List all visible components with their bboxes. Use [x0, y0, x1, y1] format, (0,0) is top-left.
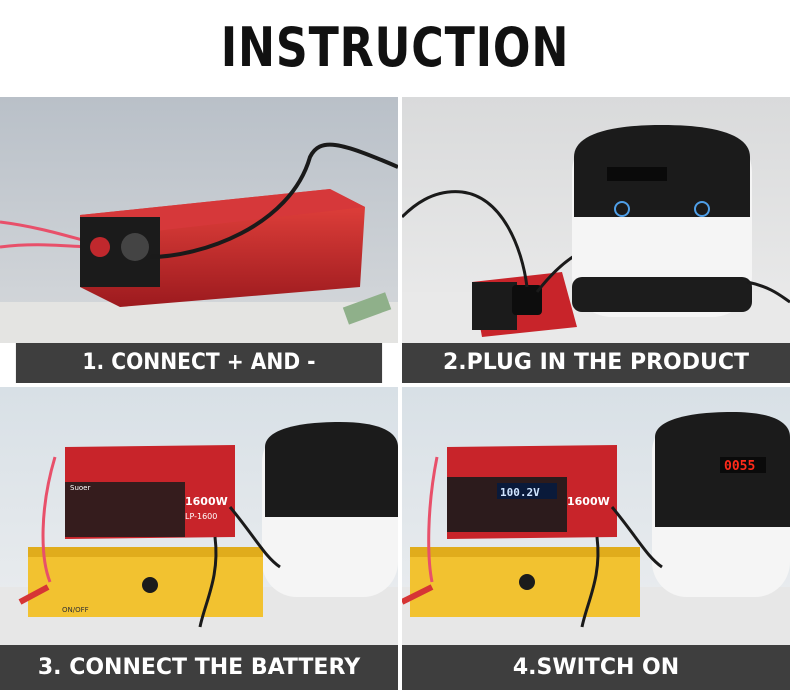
rice-cooker-plugged-photo	[402, 97, 790, 343]
cooker-led-display: 0055	[724, 459, 755, 474]
step-4-panel: 0055 100.2V 1600W 4.SWITCH ON	[402, 387, 790, 690]
step-2-caption: 2.PLUG IN THE PRODUCT	[402, 343, 790, 383]
inverter-brand-label: Suoer	[70, 484, 90, 492]
step-1-caption: 1. CONNECT + AND -	[15, 343, 383, 383]
step-3-panel: 1600W LP-1600 Suoer ON/OFF 3. CONNECT TH…	[0, 387, 398, 690]
step-3-caption: 3. CONNECT THE BATTERY	[0, 645, 398, 690]
battery-connected-photo: 1600W LP-1600 Suoer ON/OFF	[0, 387, 398, 645]
step-2-panel: 2.PLUG IN THE PRODUCT	[402, 97, 790, 383]
inverter-power-label-4: 1600W	[567, 495, 610, 508]
inverter-power-label: 1600W	[185, 495, 228, 508]
inverter-lcd-display: 100.2V	[500, 486, 540, 499]
inverter-red-terminals-photo	[0, 97, 398, 343]
inverter-model-label: LP-1600	[185, 512, 217, 521]
step-4-caption: 4.SWITCH ON	[402, 645, 790, 690]
inverter-switched-on-photo: 0055 100.2V 1600W	[402, 387, 790, 645]
page-title: INSTRUCTION	[220, 16, 570, 79]
battery-switch-label: ON/OFF	[62, 606, 89, 614]
steps-grid: 1. CONNECT + AND -	[0, 97, 790, 690]
step-1-panel: 1. CONNECT + AND -	[0, 97, 398, 383]
